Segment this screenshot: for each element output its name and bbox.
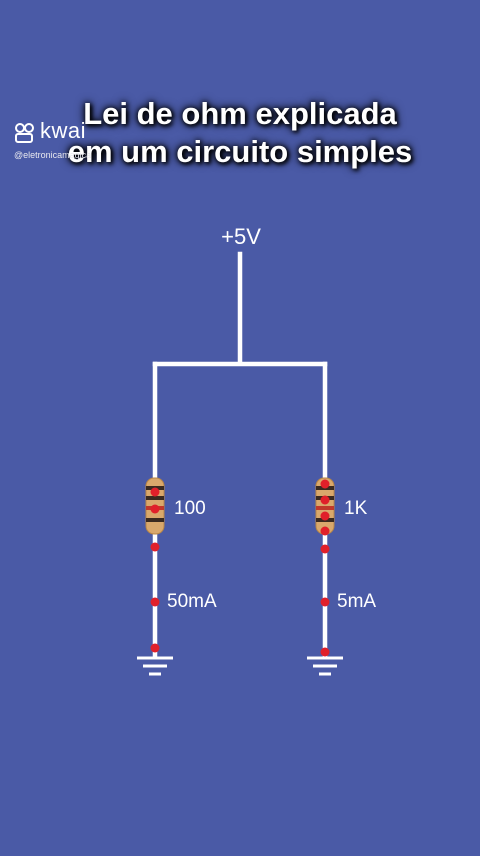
current-label-left: 50mA bbox=[167, 591, 217, 612]
current-dot bbox=[150, 597, 160, 607]
supply-voltage-label: +5V bbox=[221, 224, 261, 249]
current-label-right: 5mA bbox=[337, 591, 376, 612]
current-dots bbox=[150, 479, 330, 657]
current-dot bbox=[150, 504, 160, 514]
current-dot bbox=[320, 526, 330, 536]
resistance-label-right: 1K bbox=[344, 498, 368, 519]
current-dot bbox=[150, 643, 160, 653]
kwai-brand-text: kwai bbox=[40, 118, 87, 143]
current-dot bbox=[150, 487, 160, 497]
current-dot bbox=[320, 479, 330, 489]
current-dot bbox=[320, 495, 330, 505]
current-dot bbox=[150, 542, 160, 552]
current-dot bbox=[320, 511, 330, 521]
ground-right-icon bbox=[307, 656, 343, 676]
current-dot bbox=[320, 647, 330, 657]
ground-left-icon bbox=[137, 656, 173, 676]
resistance-label-left: 100 bbox=[174, 498, 206, 519]
watermark-handle: @eletronicamagica bbox=[14, 150, 92, 160]
current-dot bbox=[320, 597, 330, 607]
current-dot bbox=[320, 544, 330, 554]
title-line-1: Lei de ohm explicada bbox=[83, 96, 397, 131]
title-line-2: em um circuito simples bbox=[67, 134, 413, 169]
kwai-watermark: kwai @eletronicamagica bbox=[14, 118, 114, 162]
kwai-logo-icon bbox=[15, 123, 34, 143]
